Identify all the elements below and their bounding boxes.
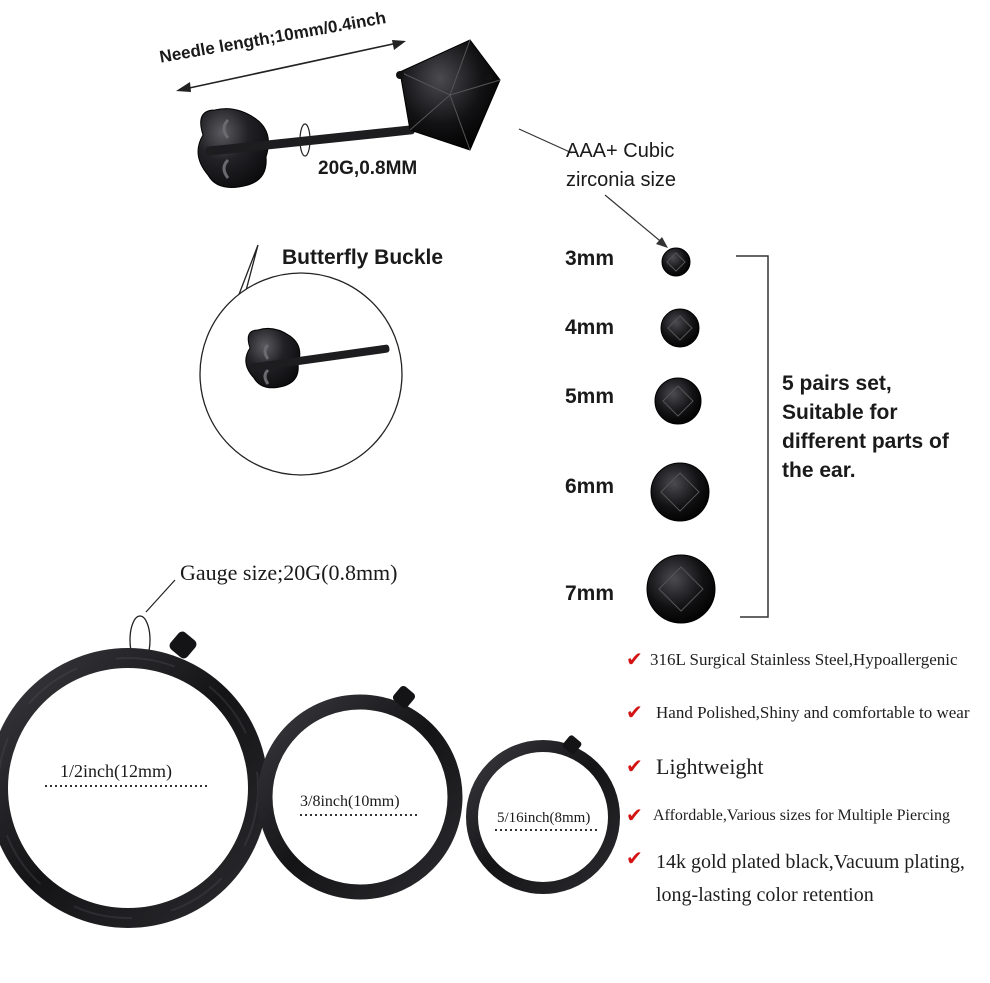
- check-icon: ✔: [626, 848, 643, 870]
- feature-text: Affordable,Various sizes for Multiple Pi…: [653, 807, 950, 824]
- zirconia-stones: [646, 247, 716, 624]
- size-4mm: 4mm: [565, 316, 615, 339]
- feature-item: ✔ 316L Surgical Stainless Steel,Hypoalle…: [626, 649, 958, 671]
- butterfly-buckle-label: Butterfly Buckle: [282, 246, 444, 269]
- hoop-large-size: 1/2inch(12mm): [60, 761, 172, 781]
- hoop-medium-size: 3/8inch(10mm): [300, 793, 400, 810]
- check-icon: ✔: [626, 805, 643, 827]
- check-icon: ✔: [626, 756, 643, 778]
- hoop-earrings: [0, 631, 620, 928]
- feature-item: ✔ Lightweight: [626, 755, 764, 779]
- feature-text: Hand Polished,Shiny and comfortable to w…: [656, 703, 970, 722]
- stud-earring: [197, 39, 501, 188]
- feature-item: ✔ Hand Polished,Shiny and comfortable to…: [626, 702, 970, 724]
- needle-length-arrow: [176, 40, 406, 92]
- zirconia-size-label: AAA+ Cubic zirconia size: [566, 140, 677, 191]
- size-bracket: [736, 255, 769, 618]
- size-3mm: 3mm: [565, 247, 615, 270]
- check-icon: ✔: [626, 702, 643, 724]
- feature-text: 316L Surgical Stainless Steel,Hypoallerg…: [650, 650, 958, 669]
- zirconia-pointer: [604, 194, 666, 246]
- gauge-label: 20G,0.8MM: [318, 158, 418, 179]
- butterfly-buckle-magnifier: [199, 244, 403, 476]
- set-note: 5 pairs set, Suitable for different part…: [782, 372, 949, 482]
- hoop-small-size: 5/16inch(8mm): [497, 810, 591, 826]
- feature-text: 14k gold plated black,Vacuum plating, lo…: [656, 851, 965, 906]
- size-6mm: 6mm: [565, 475, 615, 498]
- size-5mm: 5mm: [565, 385, 615, 408]
- feature-item: ✔ 14k gold plated black,Vacuum plating, …: [626, 846, 986, 912]
- check-icon: ✔: [626, 649, 643, 671]
- size-7mm: 7mm: [565, 582, 615, 605]
- feature-text: Lightweight: [656, 754, 764, 779]
- hoop-gauge-label: Gauge size;20G(0.8mm): [180, 560, 398, 585]
- feature-item: ✔ Affordable,Various sizes for Multiple …: [626, 805, 950, 827]
